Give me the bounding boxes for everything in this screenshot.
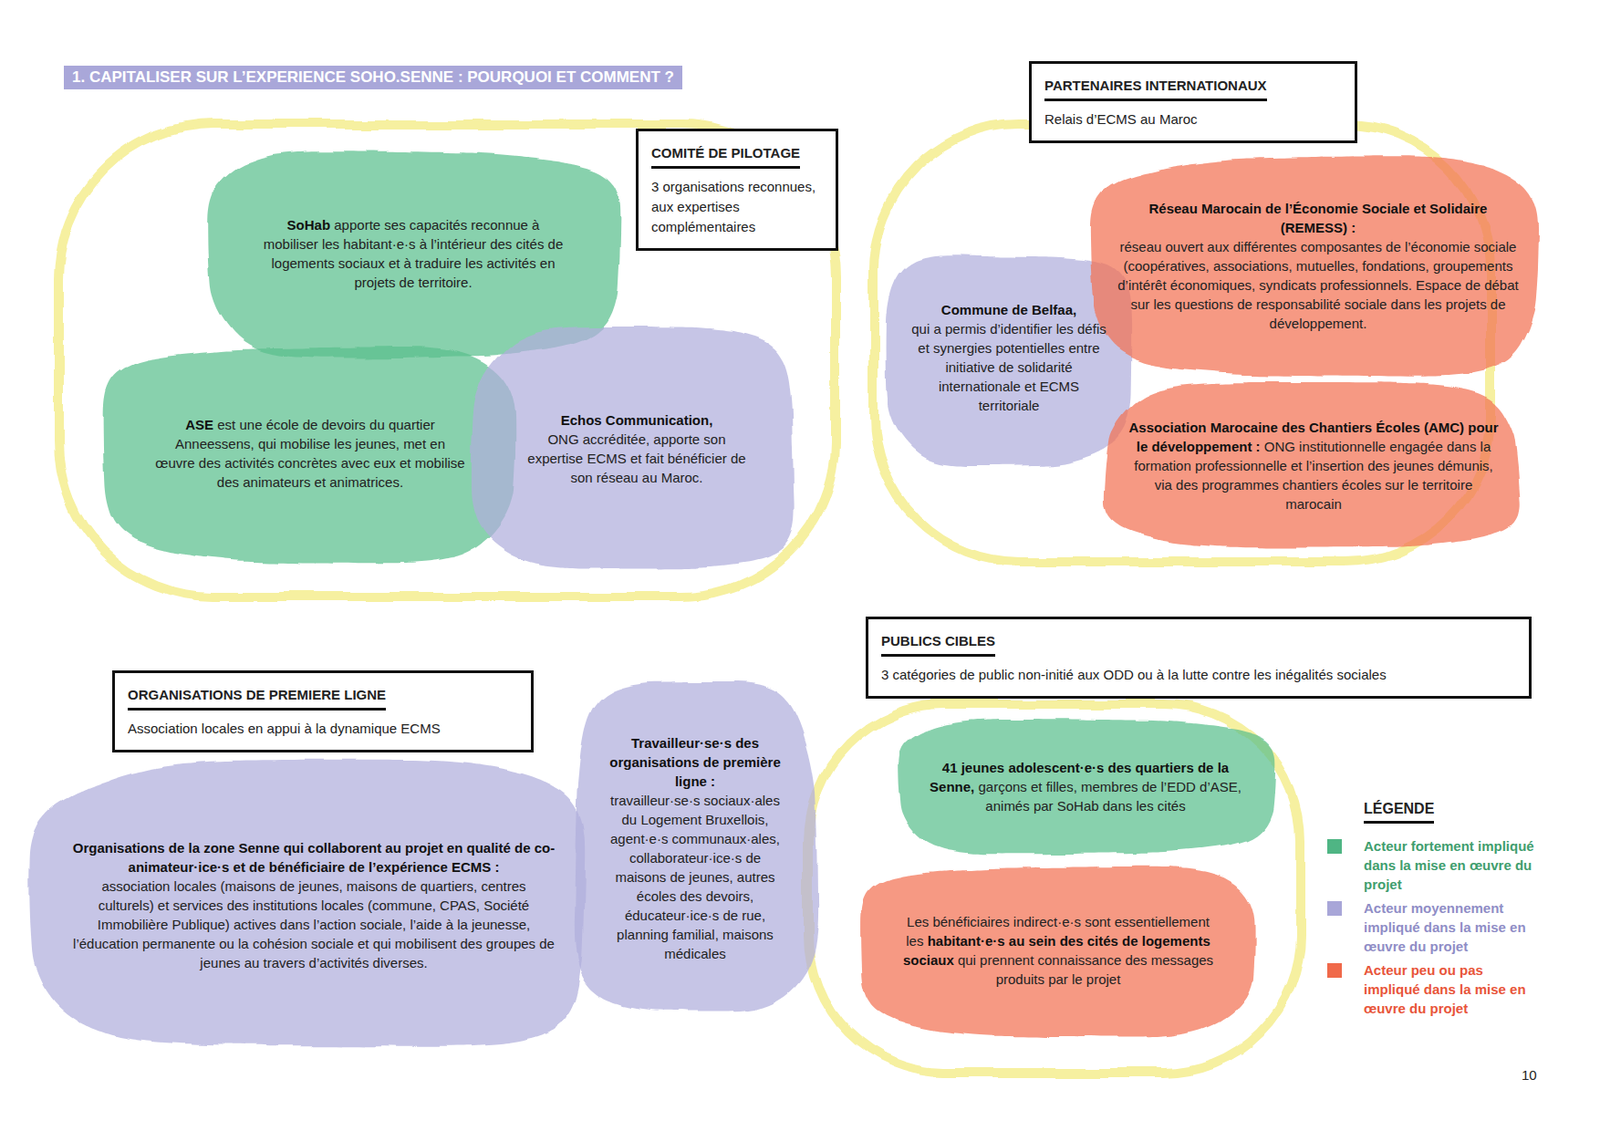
blob-text: SoHabapporte ses capacités reconnue à mo… xyxy=(258,215,569,292)
blob-shape xyxy=(207,150,621,358)
legend-entry: Acteur fortement impliqué dans la mise e… xyxy=(1327,836,1565,899)
page-number: 10 xyxy=(1521,1067,1538,1083)
frontline-box: ORGANISATIONS DE PREMIERE LIGNE Associati… xyxy=(112,670,534,753)
partners-box: PARTENAIRES INTERNATIONAUX Relais d’ECMS … xyxy=(1028,61,1358,144)
box-heading: PUBLICS CIBLES xyxy=(881,632,996,657)
actor-name: Echos Communication, xyxy=(522,410,751,430)
legend-swatch xyxy=(1327,901,1342,916)
actor-name: Commune de Belfaa, xyxy=(906,300,1112,320)
actor-description: réseau ouvert aux différentes composante… xyxy=(1117,237,1519,333)
legend: LÉGENDE Acteur fortement impliqué dans la… xyxy=(1327,800,1565,1023)
watercolor-blob xyxy=(100,343,520,563)
box-heading: PARTENAIRES INTERNATIONAUX xyxy=(1044,76,1268,102)
box-text: 3 catégories de public non-initié aux OD… xyxy=(881,664,1517,686)
actor-name: SoHab xyxy=(287,217,332,233)
blob-shape xyxy=(1104,382,1521,548)
actor-name: ASE xyxy=(185,416,214,433)
legend-text: Acteur moyennement impliqué dans la mise… xyxy=(1363,898,1538,956)
blob-text: Réseau Marocain de l’Économie Sociale et… xyxy=(1117,198,1519,333)
watercolor-blob xyxy=(857,863,1259,1038)
blob-shape xyxy=(861,866,1256,1039)
actor-description: qui prennent connaissance des messages p… xyxy=(957,952,1214,988)
actor-name: Réseau Marocain de l’Économie Sociale et… xyxy=(1117,198,1519,238)
blob-text: Travailleur·se·s des organisations de pr… xyxy=(603,733,787,964)
blob-shape xyxy=(1090,155,1539,376)
actor-name: Travailleur·se·s des organisations de pr… xyxy=(603,733,787,791)
actor-description: association locales (maisons de jeunes, … xyxy=(72,876,556,973)
box-heading: COMITÉ DE PILOTAGE xyxy=(651,144,800,169)
blob-shape xyxy=(898,718,1276,854)
box-text: 3 organisations reconnues, aux expertise… xyxy=(651,176,823,238)
box-text: Association locales en appui à la dynami… xyxy=(127,718,519,739)
blob-shape xyxy=(574,681,819,1013)
blob-text: 41 jeunes adolescent·e·s des quartiers d… xyxy=(921,758,1250,816)
box-heading: ORGANISATIONS DE PREMIERE LIGNE xyxy=(127,685,386,711)
blob-shape xyxy=(29,759,585,1047)
legend-title: LÉGENDE xyxy=(1363,800,1434,824)
blob-text: Les bénéficiaires indirect·e·s sont esse… xyxy=(883,912,1235,989)
watercolor-blob xyxy=(203,148,624,359)
steering-box: COMITÉ DE PILOTAGE 3 organisations reconn… xyxy=(635,128,839,251)
section-title: 1. CAPITALISER SUR L’EXPERIENCE SOHO.SEN… xyxy=(63,65,683,90)
legend-text: Acteur peu ou pas impliqué dans la mise … xyxy=(1363,960,1538,1019)
blob-text: Echos Communication,ONG accréditée, appo… xyxy=(522,410,751,488)
watercolor-blob xyxy=(571,679,819,1018)
targets-outline xyxy=(808,704,1301,1073)
actor-blob: Les bénéficiaires indirect·e·s sont esse… xyxy=(857,863,1259,1038)
actor-blob: Réseau Marocain de l’Économie Sociale et… xyxy=(1090,155,1546,378)
blob-text: ASEest une école de devoirs du quartier … xyxy=(155,415,466,492)
legend-text: Acteur fortement impliqué dans la mise e… xyxy=(1363,836,1538,894)
blob-text: Organisations de la zone Senne qui colla… xyxy=(72,838,556,973)
legend-entry: Acteur moyennement impliqué dans la mise… xyxy=(1327,898,1565,961)
actor-description: travailleur·se·s sociaux·ales du Logemen… xyxy=(603,790,787,964)
box-text: Relais d’ECMS au Maroc xyxy=(1044,109,1342,130)
blob-shape xyxy=(471,326,796,569)
blob-text: Commune de Belfaa,qui a permis d’identif… xyxy=(906,300,1112,416)
blob-shape xyxy=(103,346,517,563)
actor-description: garçons et filles, membres de l’EDD d’AS… xyxy=(977,779,1241,814)
actor-blob: ASEest une école de devoirs du quartier … xyxy=(100,343,520,563)
actor-name: Organisations de la zone Senne qui colla… xyxy=(72,838,556,877)
targets-box: PUBLICS CIBLES 3 catégories de public non… xyxy=(865,616,1532,699)
actor-blob: Organisations de la zone Senne qui colla… xyxy=(31,758,597,1051)
legend-swatch xyxy=(1327,963,1342,978)
watercolor-blob xyxy=(472,325,801,572)
actor-blob: SoHabapporte ses capacités reconnue à mo… xyxy=(203,148,624,359)
actor-blob: Association Marocaine des Chantiers Écol… xyxy=(1103,381,1524,551)
actor-blob: Echos Communication,ONG accréditée, appo… xyxy=(472,325,801,572)
blob-text: Association Marocaine des Chantiers Écol… xyxy=(1126,417,1501,514)
actor-description: ONG accréditée, apporte son expertise EC… xyxy=(522,429,751,488)
actor-blob: Travailleur·se·s des organisations de pr… xyxy=(571,679,819,1018)
actor-description: qui a permis d’identifier les défis et s… xyxy=(906,319,1112,416)
legend-swatch xyxy=(1327,839,1342,854)
actor-blob: 41 jeunes adolescent·e·s des quartiers d… xyxy=(893,717,1278,855)
legend-entry: Acteur peu ou pas impliqué dans la mise … xyxy=(1327,960,1565,1023)
